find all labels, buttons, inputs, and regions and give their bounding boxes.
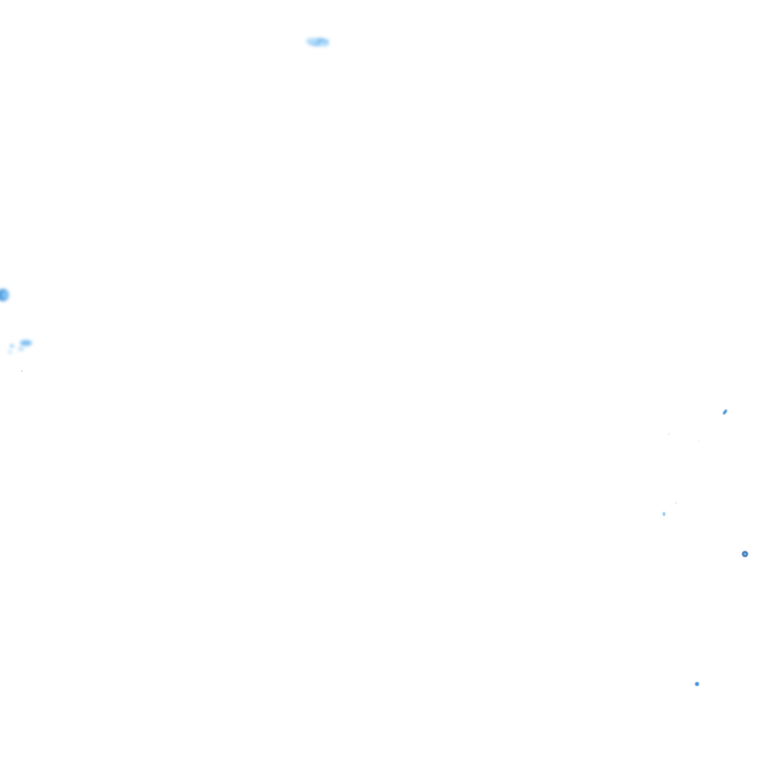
precip-echo-left-speck bbox=[21, 370, 23, 372]
precip-echo-right-dot bbox=[662, 512, 666, 516]
precip-echo-right-cell bbox=[742, 551, 748, 557]
precip-echo-right-specks bbox=[668, 433, 700, 504]
precip-echo-right-streak bbox=[722, 409, 728, 415]
precip-echo-top bbox=[306, 38, 329, 47]
precip-echo-left-cluster bbox=[8, 340, 32, 354]
precip-echo-left-edge bbox=[0, 289, 9, 301]
precip-echo-bottom-right bbox=[695, 682, 699, 686]
